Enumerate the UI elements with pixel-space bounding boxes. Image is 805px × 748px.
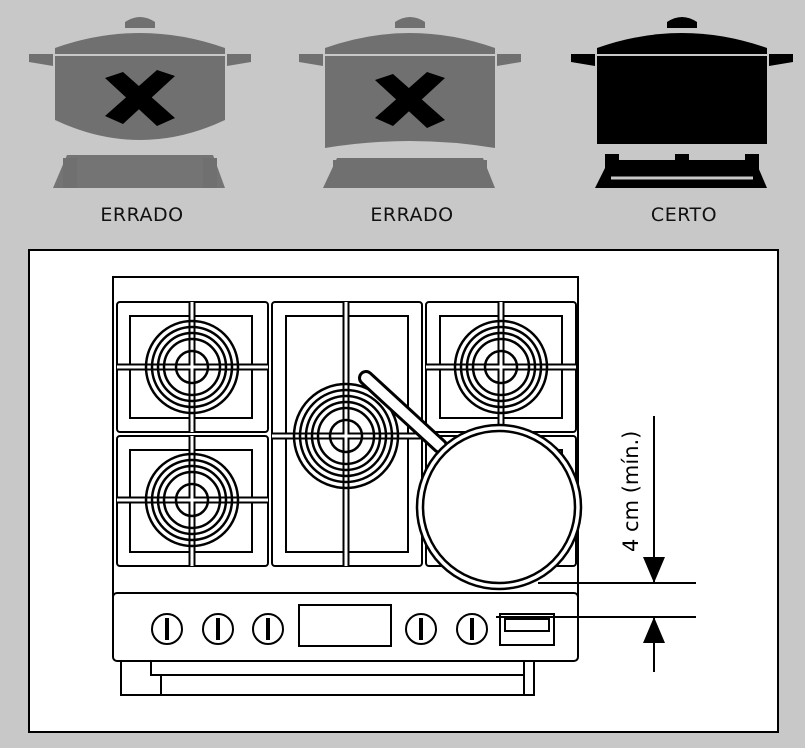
- pot-wrong-1: [25, 10, 255, 195]
- cross-icon: [375, 72, 445, 128]
- pot-on-burner-icon: [299, 17, 521, 188]
- display-panel: [298, 604, 392, 647]
- pot-label-2: ERRADO: [370, 204, 454, 226]
- burners: [144, 319, 549, 548]
- cross-icon: [105, 70, 175, 126]
- burner-top-left: [144, 319, 240, 415]
- arrow-up-icon: [643, 617, 665, 643]
- frying-pan: [358, 370, 583, 591]
- pot-label-1: ERRADO: [100, 204, 184, 226]
- pot-on-burner-icon: [29, 17, 251, 188]
- burner-top-right: [453, 319, 549, 415]
- burner-center: [292, 382, 400, 490]
- pot-right: [567, 10, 797, 195]
- arrow-down-icon: [643, 557, 665, 583]
- pot-wrong-2: [295, 10, 525, 195]
- pot-label-3: CERTO: [650, 204, 718, 226]
- clearance-label: 4 cm (mín.): [619, 431, 643, 552]
- pot-on-burner-icon: [571, 17, 793, 188]
- clearance-dimension: [496, 416, 696, 672]
- burner-bottom-left: [144, 452, 240, 548]
